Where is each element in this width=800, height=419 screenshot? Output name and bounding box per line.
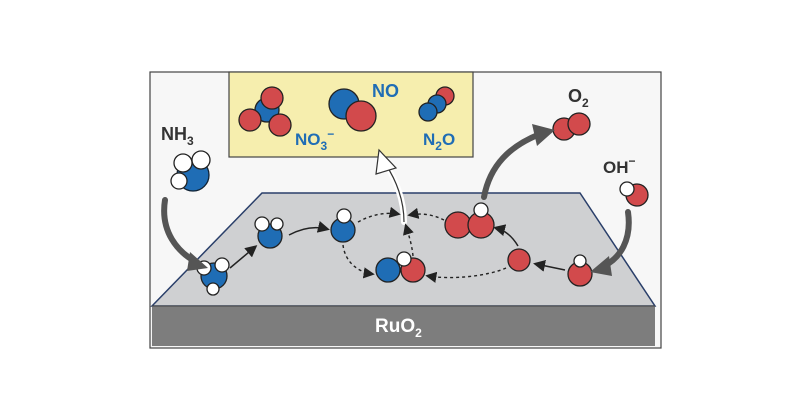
dashed-arrow-ooh-to-product bbox=[407, 207, 445, 221]
adsorbed-noh-icon bbox=[375, 251, 426, 283]
step-arrow-4 bbox=[533, 259, 566, 272]
adsorbed-ooh-icon bbox=[444, 202, 495, 239]
dashed-arrow-nh-to-product bbox=[357, 206, 401, 223]
nitrate-molecule-icon bbox=[238, 86, 292, 137]
no-label: NO bbox=[372, 81, 399, 101]
adsorption-arrow-oh bbox=[590, 209, 632, 276]
step-arrow-3 bbox=[493, 224, 519, 247]
ammonia-molecule-icon bbox=[170, 150, 211, 192]
dashed-pathways bbox=[342, 206, 507, 283]
oh-label: OH− bbox=[603, 154, 636, 177]
nh3-label: NH3 bbox=[161, 124, 194, 148]
no3-label: NO3− bbox=[295, 127, 334, 153]
hydroxide-molecule-icon bbox=[619, 181, 649, 207]
step-arrow-1 bbox=[229, 245, 258, 269]
nitric-oxide-molecule-icon bbox=[328, 88, 377, 132]
adsorbed-oh-icon bbox=[567, 254, 593, 287]
adsorbed-nh-icon bbox=[330, 208, 356, 243]
nitrous-oxide-molecule-icon bbox=[418, 86, 455, 122]
step-arrow-2 bbox=[288, 220, 330, 236]
dashed-arrow-noh-to-product bbox=[403, 223, 414, 257]
product-release-arrow bbox=[375, 148, 407, 225]
o2-label: O2 bbox=[568, 86, 589, 110]
adsorption-arrow-nh3 bbox=[161, 197, 208, 271]
oxygen-molecule-icon bbox=[552, 112, 591, 141]
catalyst-label: RuO2 bbox=[375, 316, 422, 340]
slab-front-face bbox=[152, 306, 655, 346]
adsorbed-nh2-icon bbox=[254, 216, 284, 249]
o2-release-arrow bbox=[481, 124, 555, 200]
n2o-label: N2O bbox=[423, 130, 455, 153]
dashed-arrow-o-to-noh bbox=[425, 267, 507, 283]
adsorbed-o-icon bbox=[507, 248, 531, 272]
